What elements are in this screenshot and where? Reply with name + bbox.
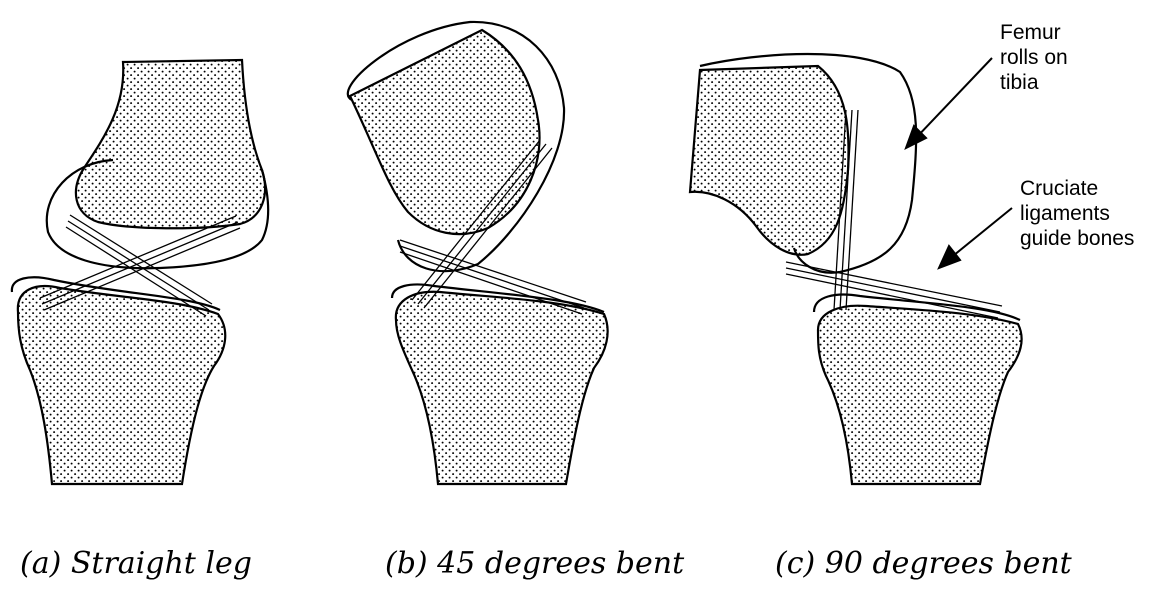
tibia-bone: [818, 306, 1022, 484]
femur-bone: [76, 60, 265, 228]
caption-90-degrees: (c) 90 degrees bent: [775, 546, 1072, 581]
femur-annotation-line-2: rolls on: [1000, 45, 1068, 70]
cruciate-annotation: Cruciate ligaments guide bones: [1020, 176, 1134, 251]
cruciate-callout-arrow: [939, 208, 1012, 268]
knee-45-degrees: [348, 22, 608, 484]
femur-bone: [690, 66, 849, 255]
caption-45-degrees: (b) 45 degrees bent: [385, 546, 684, 581]
femur-bone: [350, 30, 540, 234]
femur-annotation-line-3: tibia: [1000, 70, 1068, 95]
cruciate-annotation-line-1: Cruciate: [1020, 176, 1134, 201]
tibia-bone: [396, 292, 608, 484]
cruciate-annotation-line-3: guide bones: [1020, 226, 1134, 251]
tibia-bone: [18, 286, 225, 484]
femur-callout-arrow: [906, 58, 992, 148]
cruciate-annotation-line-2: ligaments: [1020, 201, 1134, 226]
femur-annotation-line-1: Femur: [1000, 20, 1068, 45]
knee-90-degrees: [690, 54, 1022, 484]
caption-straight-leg: (a) Straight leg: [20, 546, 252, 581]
knee-straight-leg: [12, 60, 268, 484]
femur-rolls-annotation: Femur rolls on tibia: [1000, 20, 1068, 95]
